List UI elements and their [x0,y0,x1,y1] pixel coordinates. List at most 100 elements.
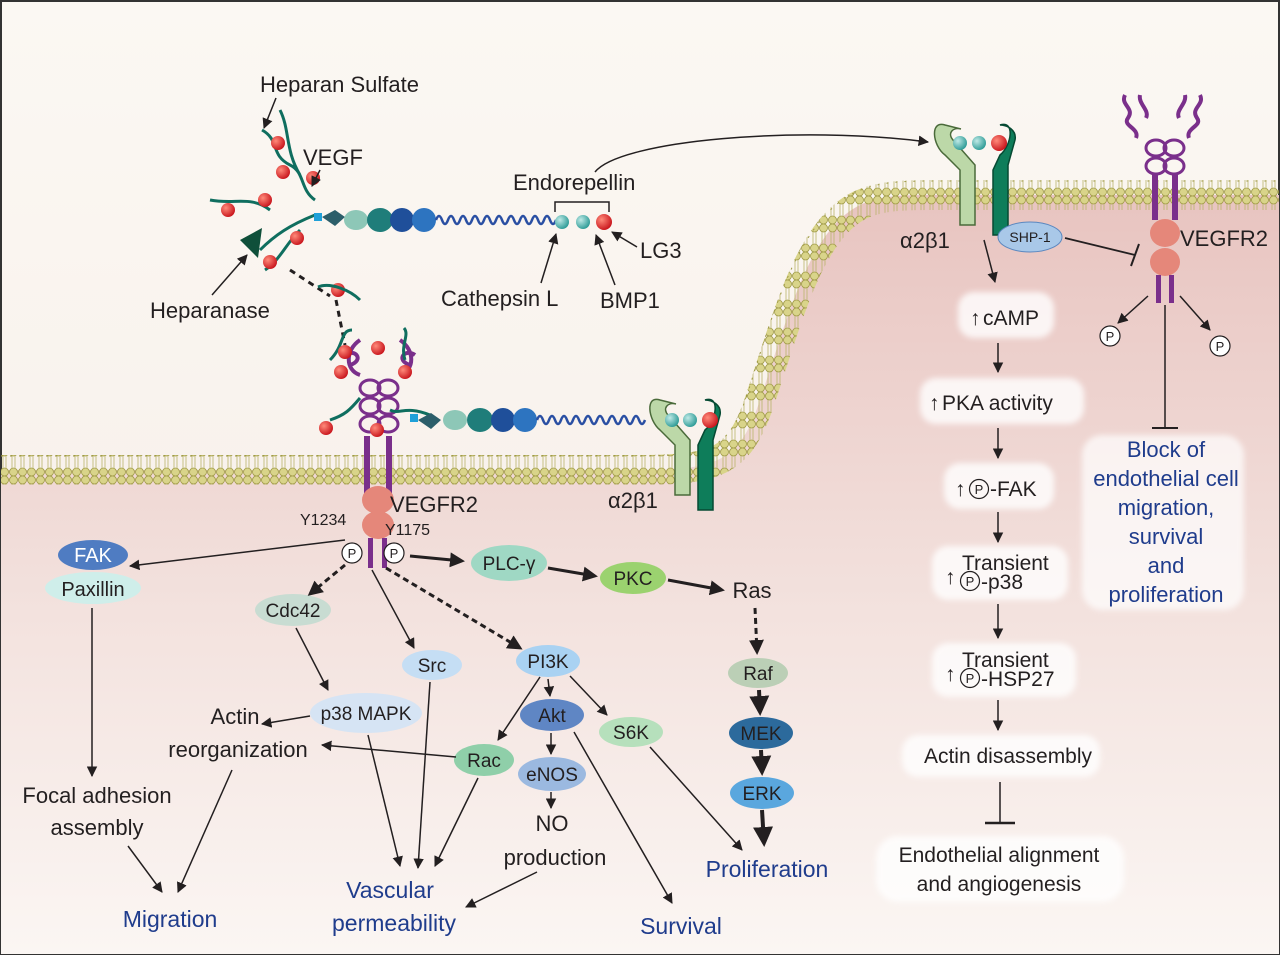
svg-text:p38 MAPK: p38 MAPK [321,704,412,725]
phospho-fak [968,478,990,500]
svg-text:eNOS: eNOS [526,765,578,786]
vascular-line2: permeability [332,910,456,936]
y1175-label: Y1175 [385,522,430,539]
integrin-right [933,123,1016,236]
cathepsin-l-label: Cathepsin L [441,286,558,311]
proliferation-outcome: Proliferation [706,856,829,882]
endothelial-line2: and angiogenesis [917,873,1082,896]
svg-text:Cdc42: Cdc42 [266,601,321,622]
heparanase-shape [240,228,262,258]
svg-text:ERK: ERK [742,784,781,805]
svg-text:PKC: PKC [613,569,652,590]
svg-text:P: P [975,482,984,497]
vascular-line1: Vascular [346,877,434,903]
vegfr2-left-label: VEGFR2 [390,492,478,517]
svg-text:Akt: Akt [538,706,566,727]
vegf-label: VEGF [303,145,363,170]
fak-node [58,540,128,570]
a2b1-left-label: α2β1 [608,488,658,513]
pka-label: PKA activity [942,392,1053,415]
transient1-label: Transient [962,552,1049,575]
shp1-node [997,221,1063,253]
svg-text:FAK: FAK [74,545,112,567]
svg-text:P: P [390,546,399,561]
cell-membrane [1,180,1279,485]
perlecan-top [209,109,612,272]
phospho-y1175 [383,542,405,564]
integrin-left [649,398,721,511]
rac-node [454,744,514,776]
endothelial-line1: Endothelial alignment [899,844,1100,867]
s6k-node [599,717,663,747]
svg-text:endothelial cell: endothelial cell [1093,466,1239,491]
ras-label: Ras [732,578,771,603]
focal-adhesion-line2: assembly [51,815,144,840]
plcg-node [471,545,547,581]
right-pathway-glows [876,292,1124,902]
svg-text:Block of: Block of [1127,437,1206,462]
svg-text:P: P [1106,329,1115,344]
survival-outcome: Survival [640,913,722,939]
raf-node [728,658,788,688]
svg-text:and: and [1148,553,1185,578]
phospho-right-1 [1099,325,1121,347]
y1234-label: Y1234 [300,512,346,529]
no-line2: production [504,845,607,870]
heparan-sulfate-label: Heparan Sulfate [260,72,419,97]
p38mapk-node [310,693,422,733]
lg3-label: LG3 [640,238,682,263]
phospho-hsp27 [959,667,981,689]
src-node [402,650,462,680]
svg-text:migration,: migration, [1118,495,1215,520]
svg-text:PI3K: PI3K [527,652,569,673]
up-arrow-camp: ↑ [970,307,981,330]
focal-adhesion-line1: Focal adhesion [22,783,171,808]
phospho-y1234 [341,542,363,564]
phospho-right-2 [1209,335,1231,357]
pfak-label: -FAK [990,478,1037,501]
enos-node [518,757,586,791]
svg-text:P: P [1216,339,1225,354]
svg-text:survival: survival [1129,524,1204,549]
svg-text:MEK: MEK [740,724,782,745]
bmp1-label: BMP1 [600,288,660,313]
erk-node [730,777,794,809]
up-arrow-fak: ↑ [955,478,966,501]
phospho-p38 [959,570,981,592]
actin-disassembly-label: Actin disassembly [924,745,1093,768]
shp1-label: SHP-1 [1009,229,1050,245]
svg-text:Raf: Raf [743,664,773,685]
transient2-label: Transient [962,649,1049,672]
no-line1: NO [536,811,569,836]
svg-text:PLC-γ: PLC-γ [483,554,536,575]
svg-text:proliferation: proliferation [1109,582,1224,607]
up-arrow-p38: ↑ [945,566,956,589]
vegfr2-right-receptor [1121,94,1204,303]
cdc42-node [255,594,331,626]
block-text: Block of endothelial cell migration, sur… [1093,437,1239,607]
mek-node [729,717,793,749]
vegfr2-right-label: VEGFR2 [1180,226,1268,251]
actin-reorg-line2: reorganization [168,737,307,762]
up-arrow-hsp27: ↑ [945,663,956,686]
left-arrows [86,539,774,908]
pi3k-node [516,645,580,677]
pkc-node [600,562,666,594]
camp-label: cAMP [983,307,1039,330]
shp1-inhibit-line [1064,237,1136,256]
a2b1-right-label: α2β1 [900,228,950,253]
svg-text:S6K: S6K [613,723,649,744]
up-arrow-pka: ↑ [929,392,940,415]
svg-text:P: P [966,671,975,686]
p38-label: -p38 [981,571,1023,594]
svg-text:P: P [966,574,975,589]
perlecan-bound [410,408,647,432]
svg-text:Rac: Rac [467,751,501,772]
paxillin-node [45,572,141,604]
svg-text:P: P [348,546,357,561]
vegfr2-left-receptor [319,327,431,568]
heparanase-label: Heparanase [150,298,270,323]
endorepellin-to-integrin-arrow [594,134,930,173]
